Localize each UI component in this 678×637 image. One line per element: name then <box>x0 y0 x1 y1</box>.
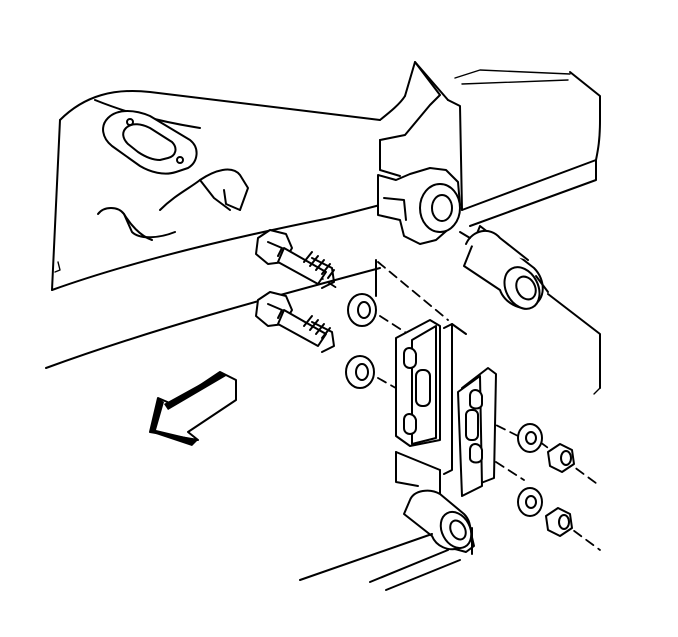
upper-washer <box>347 293 377 327</box>
crossmember <box>379 61 601 227</box>
lower-washer <box>345 355 375 389</box>
upper-right-washer <box>517 423 543 453</box>
bracket <box>395 319 467 475</box>
lower-right-washer <box>517 487 543 517</box>
upper-nut <box>547 443 575 473</box>
mount-pad <box>102 110 198 175</box>
crossmember-bracket <box>159 168 249 211</box>
lower-nut <box>545 507 573 537</box>
lower-bolt <box>255 291 335 353</box>
frame-rail <box>45 89 381 369</box>
rear-plate <box>457 367 497 497</box>
upper-bolt <box>255 229 335 289</box>
upper-bushing <box>459 225 549 310</box>
lower-bushing <box>403 489 473 551</box>
direction-arrow <box>149 371 237 446</box>
lower-spring <box>299 527 473 591</box>
upper-hanger <box>375 167 461 297</box>
